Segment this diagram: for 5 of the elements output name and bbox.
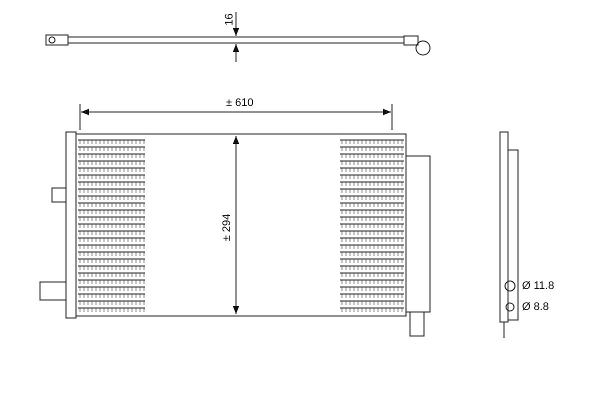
dimension-label: Ø 8.8 bbox=[522, 302, 549, 313]
dimension-label: ± 294 bbox=[222, 214, 234, 242]
dimension-label: Ø 11.8 bbox=[522, 281, 554, 292]
dimension-label: ± 610 bbox=[226, 98, 254, 109]
dimension-label: 16 bbox=[224, 13, 236, 26]
